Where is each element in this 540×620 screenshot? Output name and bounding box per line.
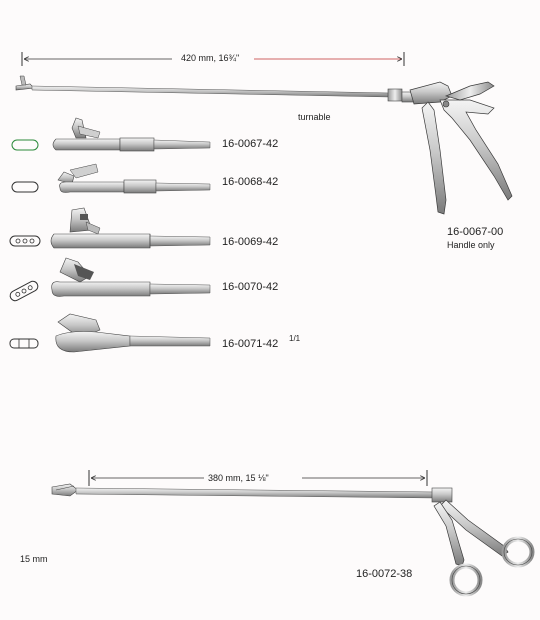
handle-code: 16-0067-00 [447, 226, 504, 238]
profile-bar [9, 338, 39, 349]
tip-2-drawing [57, 163, 211, 194]
turnable-label: turnable [298, 112, 331, 122]
tip-2-code: 16-0068-42 [222, 176, 279, 188]
bottom-length-label: 380 mm, 15 ⅛" [208, 473, 269, 483]
tip-4-code: 16-0070-42 [222, 281, 279, 293]
tip-1-code: 16-0067-42 [222, 138, 279, 150]
tip-3-drawing [50, 207, 211, 249]
tip-3-code: 16-0069-42 [222, 236, 279, 248]
profile-three-holes [9, 235, 41, 247]
jaw-size-label: 15 mm [20, 554, 48, 564]
tip-1-drawing [52, 117, 211, 152]
bottom-code: 16-0072-38 [356, 568, 413, 580]
bottom-dimension-line [88, 470, 428, 486]
tip-5-code: 16-0071-42 [222, 338, 279, 350]
scale-note: 1/1 [289, 334, 301, 343]
top-instrument [15, 75, 513, 215]
tip-profile-icons [9, 139, 41, 349]
bottom-instrument [51, 483, 535, 597]
top-dimension-line [21, 52, 405, 66]
profile-curved-holes [9, 280, 39, 302]
handle-note: Handle only [447, 240, 495, 250]
top-length-label: 420 mm, 16¾" [181, 53, 240, 63]
tip-5-drawing [55, 313, 211, 353]
tip-4-drawing [51, 257, 211, 297]
profile-oval-2 [11, 181, 39, 193]
profile-oval-1 [11, 139, 39, 151]
